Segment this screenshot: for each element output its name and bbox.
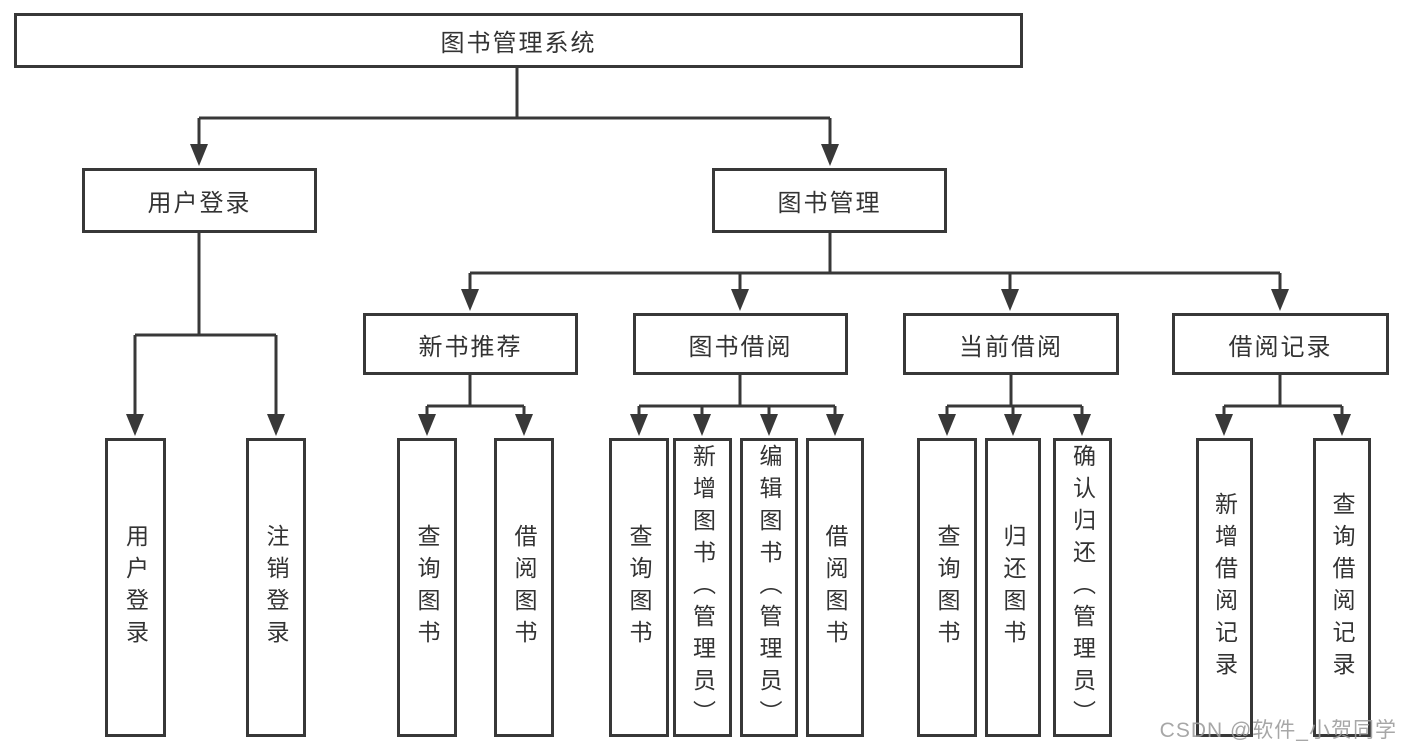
leaf-borrow-borrow-book: 借阅图书: [806, 438, 864, 737]
arrowhead-down-icon: [418, 414, 436, 436]
leaf-current-query-book: 查询图书: [917, 438, 977, 737]
node-book-management: 图书管理: [712, 168, 947, 233]
arrowhead-down-icon: [267, 414, 285, 436]
node-root-library-system: 图书管理系统: [14, 13, 1023, 68]
arrowhead-down-icon: [760, 414, 778, 436]
leaf-borrow-query-book: 查询图书: [609, 438, 669, 737]
arrowhead-down-icon: [461, 289, 479, 311]
leaf-newbook-borrow-book: 借阅图书: [494, 438, 554, 737]
arrowhead-down-icon: [190, 144, 208, 166]
node-borrow-records: 借阅记录: [1172, 313, 1389, 375]
arrowhead-down-icon: [1004, 414, 1022, 436]
node-new-book-recommend: 新书推荐: [363, 313, 578, 375]
arrowhead-down-icon: [821, 144, 839, 166]
node-current-borrow: 当前借阅: [903, 313, 1119, 375]
node-book-borrow: 图书借阅: [633, 313, 848, 375]
arrowhead-down-icon: [826, 414, 844, 436]
leaf-logout: 注销登录: [246, 438, 306, 737]
leaf-record-add-record: 新增借阅记录: [1196, 438, 1253, 737]
watermark: CSDN @软件_小贺同学: [1159, 719, 1397, 742]
leaf-user-login: 用户登录: [105, 438, 166, 737]
arrowhead-down-icon: [126, 414, 144, 436]
leaf-current-confirm-return-admin: 确认归还（管理员）: [1053, 438, 1112, 737]
leaf-borrow-add-book-admin: 新增图书（管理员）: [673, 438, 732, 737]
arrowhead-down-icon: [731, 289, 749, 311]
leaf-borrow-edit-book-admin: 编辑图书（管理员）: [740, 438, 798, 737]
arrowhead-down-icon: [1001, 289, 1019, 311]
arrowhead-down-icon: [938, 414, 956, 436]
arrowhead-down-icon: [1215, 414, 1233, 436]
arrowhead-down-icon: [693, 414, 711, 436]
arrowhead-down-icon: [1073, 414, 1091, 436]
leaf-current-return-book: 归还图书: [985, 438, 1041, 737]
node-user-login: 用户登录: [82, 168, 317, 233]
arrowhead-down-icon: [1333, 414, 1351, 436]
arrowhead-down-icon: [1271, 289, 1289, 311]
arrowhead-down-icon: [515, 414, 533, 436]
leaf-record-query-record: 查询借阅记录: [1313, 438, 1371, 737]
leaf-newbook-query-book: 查询图书: [397, 438, 457, 737]
arrowhead-down-icon: [630, 414, 648, 436]
